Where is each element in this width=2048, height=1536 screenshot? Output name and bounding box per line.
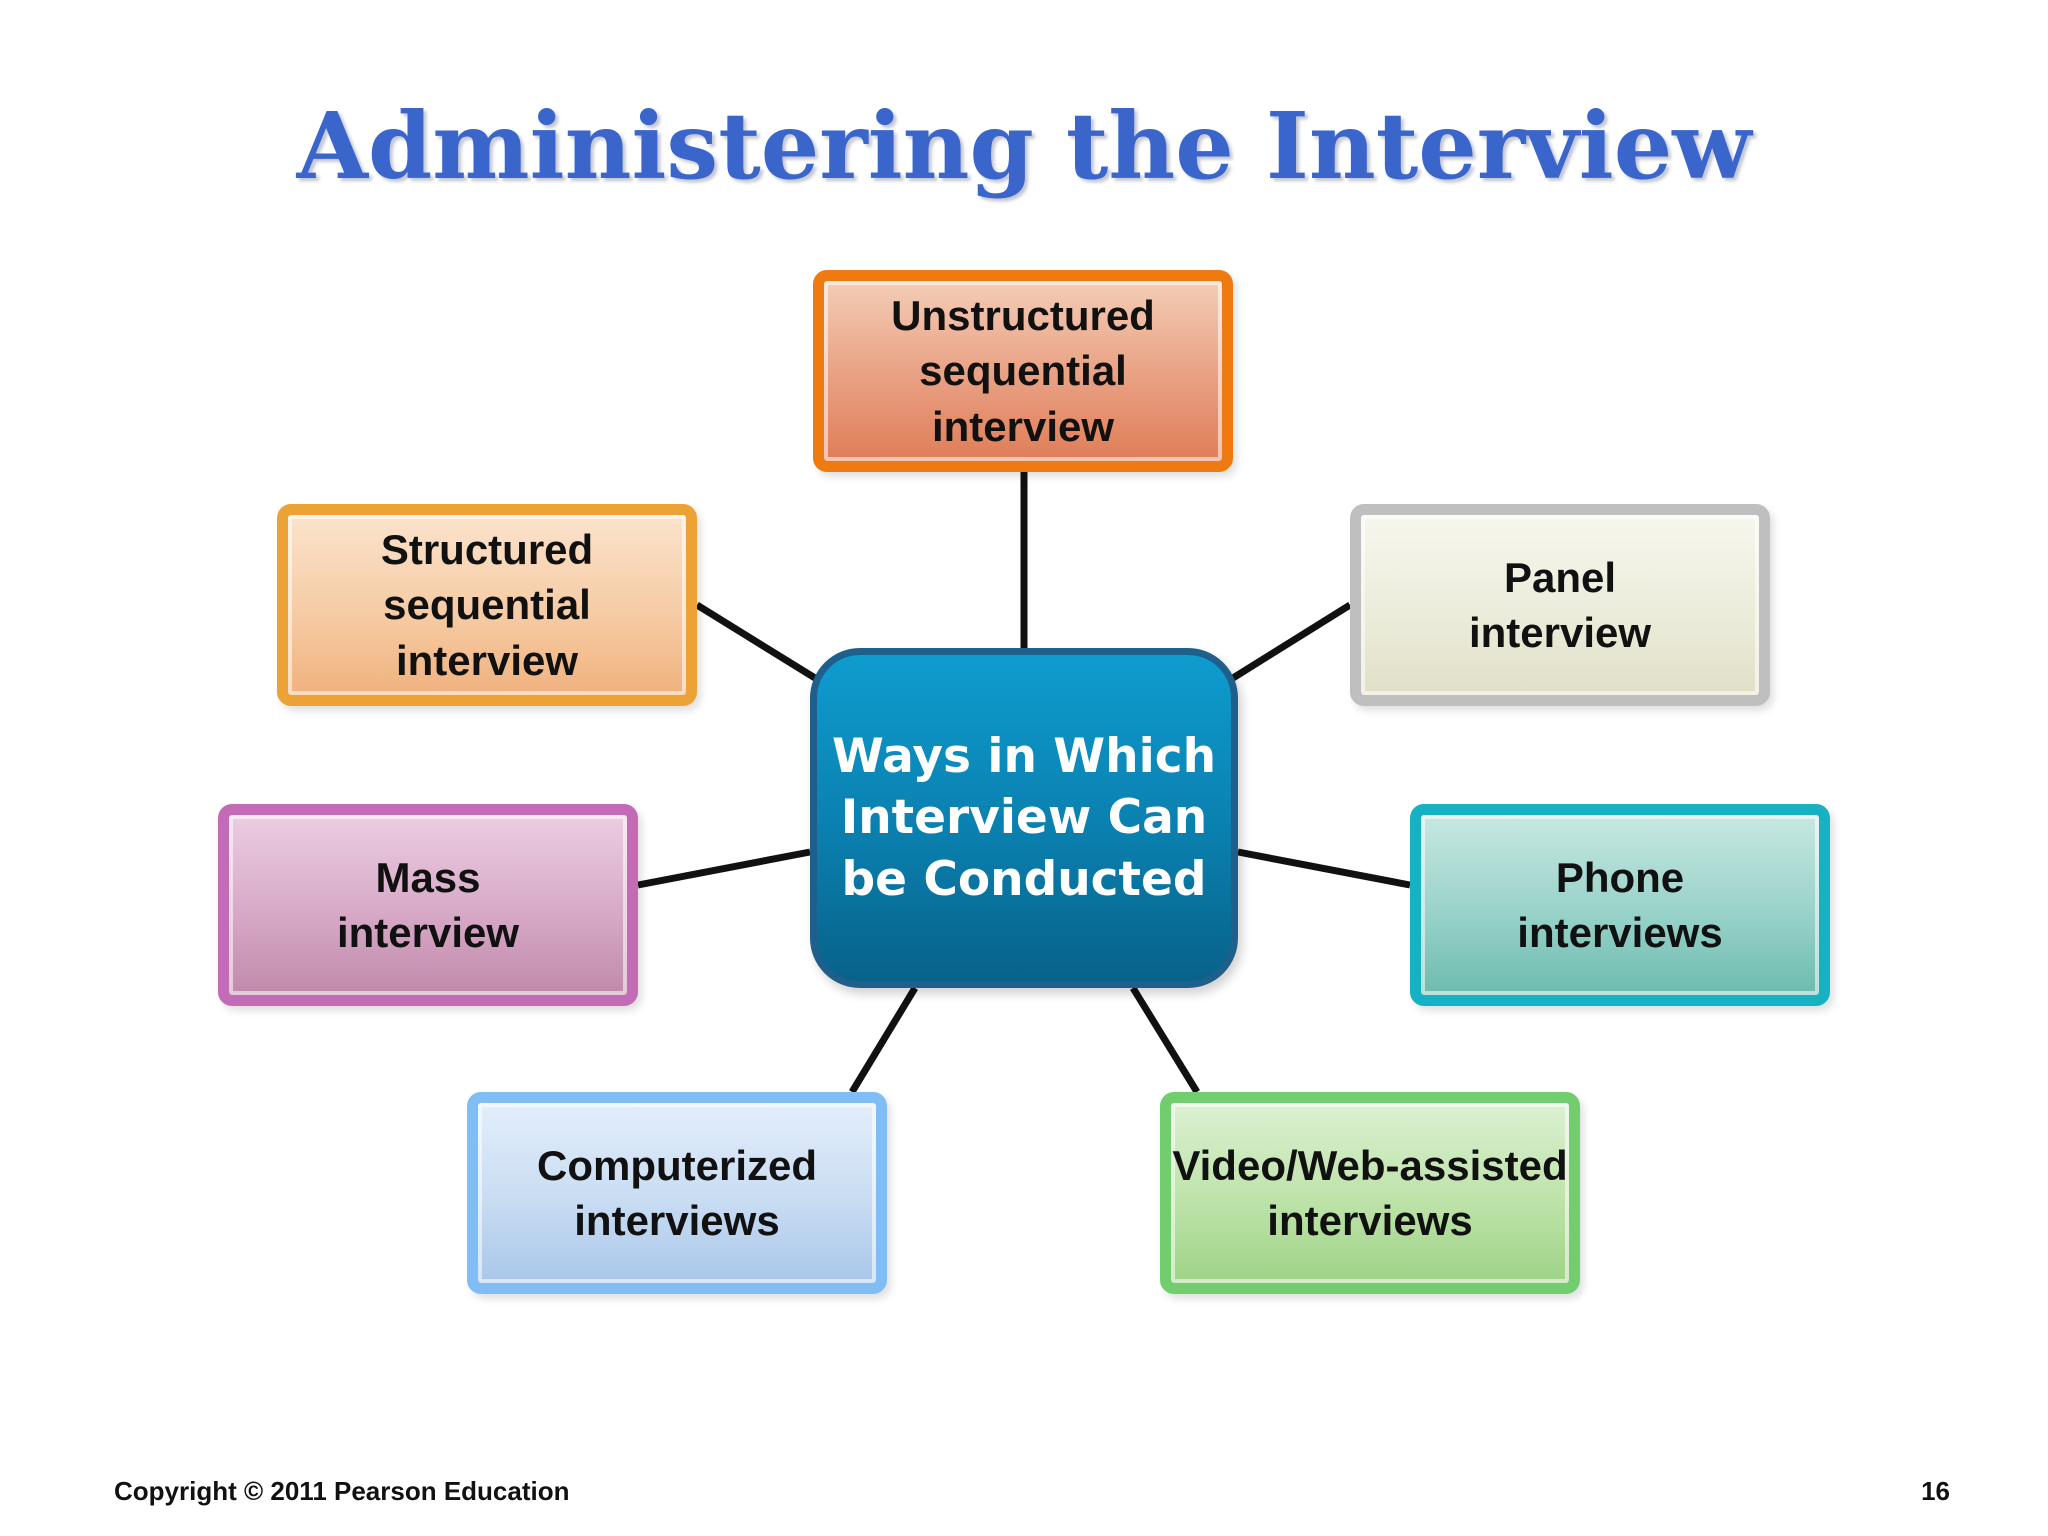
connector-computerized [849, 986, 918, 1094]
node-computerized-interviews: Computerized interviews [467, 1092, 887, 1294]
connector-panel [1231, 602, 1352, 681]
center-node: Ways in Which Interview Can be Conducted [810, 648, 1238, 988]
node-mass-interview: Mass interview [218, 804, 638, 1006]
copyright-text: Copyright © 2011 Pearson Education [114, 1476, 570, 1506]
node-video-web-assisted-interviews: Video/Web-assisted interviews [1160, 1092, 1580, 1294]
node-structured-sequential-interview: Structured sequential interview [277, 504, 697, 706]
connector-structured [695, 602, 817, 681]
connector-phone [1237, 848, 1411, 889]
node-unstructured-sequential-interview: Unstructured sequential interview [813, 270, 1233, 472]
page-number: 16 [1921, 1476, 1950, 1506]
connector-mass [637, 848, 811, 889]
connector-video [1130, 986, 1200, 1094]
node-panel-interview: Panel interview [1350, 504, 1770, 706]
slide-title: Administering the Interview [296, 92, 1752, 200]
node-phone-interviews: Phone interviews [1410, 804, 1830, 1006]
